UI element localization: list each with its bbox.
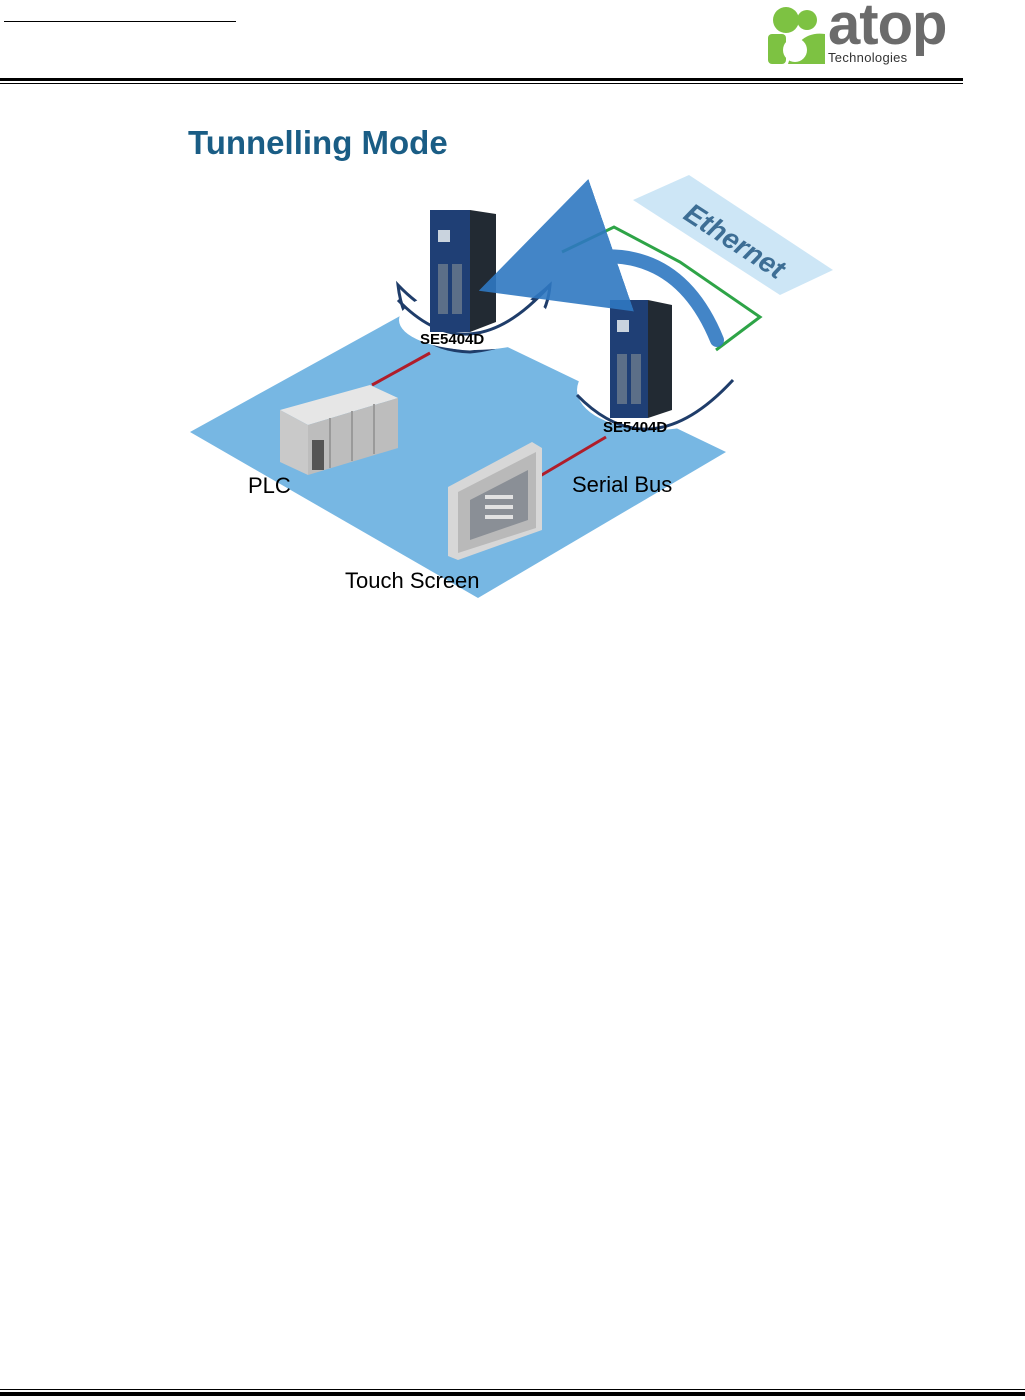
- tunnel-arrow: [478, 179, 724, 347]
- left-device-label: SE5404D: [420, 331, 484, 348]
- atop-logo: atop Technologies: [765, 0, 965, 70]
- tunnelling-mode-diagram: Ethernet SE5404D SE5404D PLC: [190, 175, 833, 598]
- right-device-label: SE5404D: [603, 419, 667, 436]
- serial-bus-label: Serial Bus: [572, 472, 672, 497]
- footer-rule: [0, 1392, 1025, 1396]
- logo-brand-text: atop: [828, 0, 947, 57]
- serial-cable-touch-screen: [539, 435, 607, 478]
- ethernet-band: [633, 175, 833, 295]
- network-floor: [190, 305, 726, 598]
- logo-tagline: Technologies: [828, 50, 908, 65]
- touch-screen-label: Touch Screen: [345, 568, 480, 593]
- footer-rule-thin: [0, 1389, 1025, 1390]
- right-serial-device-icon: [610, 300, 648, 418]
- header-top-line: [4, 21, 236, 22]
- left-serial-device-icon: [430, 210, 470, 332]
- diagram-title: Tunnelling Mode: [188, 124, 448, 161]
- header-rule-thin: [0, 83, 963, 84]
- header-rule: [0, 78, 963, 81]
- serial-cable-plc: [371, 351, 431, 387]
- plc-label: PLC: [248, 473, 291, 498]
- plc-icon: [280, 385, 398, 475]
- atop-logo-mark-icon: [768, 7, 825, 64]
- touch-screen-icon: [448, 442, 542, 560]
